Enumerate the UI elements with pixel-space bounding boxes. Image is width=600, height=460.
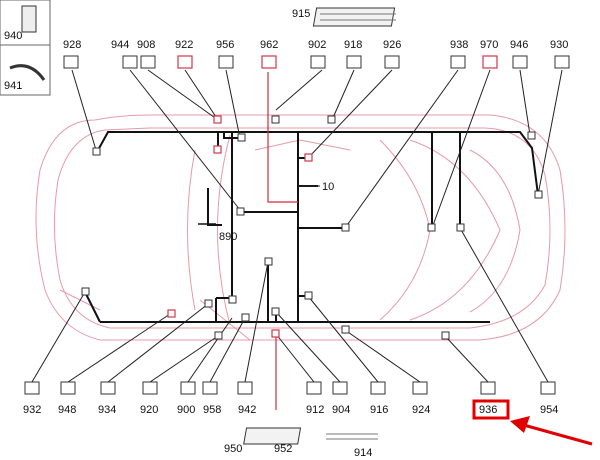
bottom-connector-icons xyxy=(24,381,556,395)
junction-connectors xyxy=(81,115,543,340)
connector-944-icon xyxy=(122,55,138,69)
connector-938-icon xyxy=(450,55,466,69)
label-934: 934 xyxy=(98,404,116,416)
red-arrow-icon xyxy=(510,416,593,446)
highlight-box-936 xyxy=(472,399,510,420)
connector-922-icon xyxy=(177,55,193,69)
label-914: 914 xyxy=(354,447,372,459)
label-904: 904 xyxy=(332,404,350,416)
connector-900-icon xyxy=(180,381,196,395)
component-890: 890 xyxy=(198,223,237,243)
label-938: 938 xyxy=(450,39,468,51)
connector-920-icon xyxy=(142,381,158,395)
label-902: 902 xyxy=(308,39,326,51)
label-926: 926 xyxy=(383,39,401,51)
label-941: 941 xyxy=(4,80,22,92)
label-924: 924 xyxy=(412,404,430,416)
label-946: 946 xyxy=(510,39,528,51)
label-900: 900 xyxy=(177,404,195,416)
connector-916-icon xyxy=(370,381,386,395)
label-950: 950 xyxy=(224,443,242,455)
label-10: 10 xyxy=(322,181,334,193)
label-922: 922 xyxy=(175,39,193,51)
connector-926-icon xyxy=(384,55,400,69)
bottom-leaders xyxy=(31,227,549,383)
label-952: 952 xyxy=(274,443,292,455)
label-908: 908 xyxy=(137,39,155,51)
label-918: 918 xyxy=(344,39,362,51)
connector-958-icon xyxy=(202,381,218,395)
label-915: 915 xyxy=(292,8,310,20)
connector-930-icon xyxy=(554,55,570,69)
label-948: 948 xyxy=(58,404,76,416)
label-890: 890 xyxy=(219,231,237,243)
connector-936-icon xyxy=(480,381,496,395)
component-940-icon xyxy=(21,5,37,33)
component-941-icon xyxy=(9,64,46,81)
connector-948-icon xyxy=(60,381,76,395)
label-912: 912 xyxy=(306,404,324,416)
top-labels: 928 944 908 922 956 962 902 918 926 938 … xyxy=(63,39,568,51)
connector-970-icon xyxy=(482,55,498,69)
connector-902-icon xyxy=(310,55,326,69)
label-928: 928 xyxy=(63,39,81,51)
connector-908-icon xyxy=(140,55,156,69)
connector-956-icon xyxy=(218,55,234,69)
connector-954-icon xyxy=(540,381,556,395)
label-920: 920 xyxy=(140,404,158,416)
connector-932-icon xyxy=(24,381,40,395)
component-915: 915 xyxy=(292,7,396,27)
connector-924-icon xyxy=(412,381,428,395)
connector-904-icon xyxy=(332,381,348,395)
label-942: 942 xyxy=(238,404,256,416)
connector-912-icon xyxy=(306,381,322,395)
label-940: 940 xyxy=(4,30,22,42)
label-956: 956 xyxy=(216,39,234,51)
connector-918-icon xyxy=(346,55,362,69)
connector-934-icon xyxy=(100,381,116,395)
inset-panel: 940 941 xyxy=(0,0,51,96)
label-962: 962 xyxy=(260,39,278,51)
label-936: 936 xyxy=(479,404,497,416)
top-connector-icons xyxy=(63,55,570,69)
main-harness xyxy=(84,131,539,323)
connector-942-icon xyxy=(237,381,253,395)
red-wire xyxy=(267,72,298,203)
connector-928-icon xyxy=(63,55,79,69)
label-970: 970 xyxy=(480,39,498,51)
label-958: 958 xyxy=(203,404,221,416)
component-914: 914 xyxy=(243,427,378,459)
connector-946-icon xyxy=(512,55,528,69)
label-954: 954 xyxy=(540,404,558,416)
label-916: 916 xyxy=(370,404,388,416)
label-930: 930 xyxy=(550,39,568,51)
top-leaders xyxy=(71,69,563,229)
connector-962-icon xyxy=(261,55,277,69)
label-932: 932 xyxy=(23,404,41,416)
car-outline xyxy=(35,114,566,341)
label-944: 944 xyxy=(111,39,129,51)
bottom-labels: 932 948 934 920 900 958 942 912 904 916 … xyxy=(23,404,558,416)
